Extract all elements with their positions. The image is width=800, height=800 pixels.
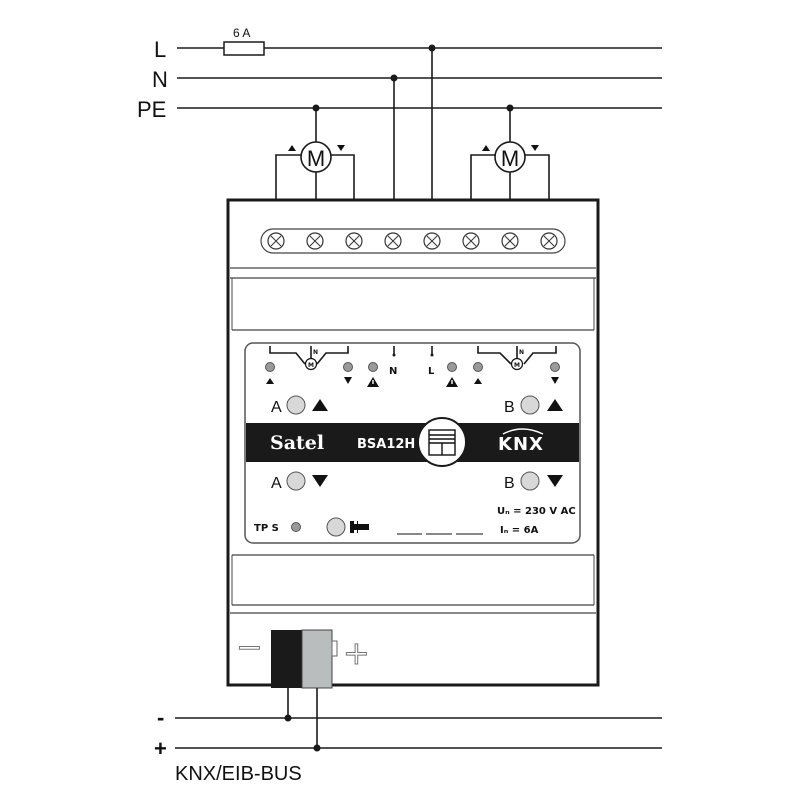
motor-label: M [308,362,314,369]
motor-label: M [501,146,519,171]
satel-logo: Satel [270,432,324,454]
channel-b-label: B [504,399,515,416]
terminals [267,232,558,250]
channel-b-label: B [504,475,515,492]
status-led [368,362,378,372]
bus-plus-label: + [154,736,167,761]
bus-connector-plus [301,629,333,689]
status-led [550,362,560,372]
device-bsa12h: M N M N N L A B A B Satel BSA12H [226,198,600,689]
line-label-n: N [152,67,168,92]
channel-a-label: A [271,475,282,492]
terminal-strip [260,228,566,254]
terminal-screw [345,232,363,250]
motor-label: M [514,362,520,369]
knx-logo: KNX [498,434,544,455]
line-label-pe: PE [137,97,166,122]
bus-minus-marking: − [236,628,263,666]
n-terminal-label: N [389,366,397,377]
bus-plus-marking: + [343,634,370,672]
button-b-down[interactable] [520,471,540,491]
wrench-icon [350,521,369,533]
junction-bus-plus [313,744,321,752]
button-a-down[interactable] [286,471,306,491]
fuse [223,41,265,56]
down-arrow-icon [547,475,563,487]
bus-minus-label: - [157,705,164,730]
shutter-icon [417,417,467,467]
up-arrow-icon [482,145,490,151]
terminal-screw [267,232,285,250]
up-arrow-icon [288,145,296,151]
rated-current: Iₙ = 6A [500,525,539,536]
bus-connector-minus [271,630,302,688]
junction-bus-minus [284,714,292,722]
up-arrow-icon [547,399,563,411]
down-arrow-icon [531,145,539,151]
terminal-screw [540,232,558,250]
motor-symbol [494,141,526,173]
down-arrow-icon [551,377,559,384]
model-label: BSA12H [357,437,415,452]
l-terminal-label: L [428,366,435,377]
motor-n-label: N [313,349,318,356]
terminal-screw [384,232,402,250]
tps-led [291,522,301,532]
terminal-screw [306,232,324,250]
motor-symbol [300,141,332,173]
status-led [343,362,353,372]
motor-2: M [470,108,550,200]
motor-1: M [275,108,355,200]
button-a-up[interactable] [286,395,306,415]
terminal-screw [462,232,480,250]
down-arrow-icon [312,475,328,487]
shutter-icon [428,429,456,456]
line-label-l: L [154,37,166,62]
status-led [265,362,275,372]
up-arrow-icon [474,378,482,384]
status-led [473,362,483,372]
motor-label: M [307,146,325,171]
channel-a-label: A [271,399,282,416]
terminal-screw [501,232,519,250]
tps-label: TP S [254,523,279,534]
button-b-up[interactable] [520,395,540,415]
up-arrow-icon [312,399,328,411]
status-led [447,362,457,372]
programming-button[interactable] [326,517,346,537]
rated-voltage: Uₙ = 230 V AC [497,506,576,517]
fuse-label: 6 A [233,26,250,40]
terminal-screw [423,232,441,250]
motor-n-label: N [519,349,524,356]
down-arrow-icon [337,145,345,151]
bus-name-label: KNX/EIB-BUS [175,763,302,785]
up-arrow-icon [266,378,274,384]
down-arrow-icon [344,377,352,384]
